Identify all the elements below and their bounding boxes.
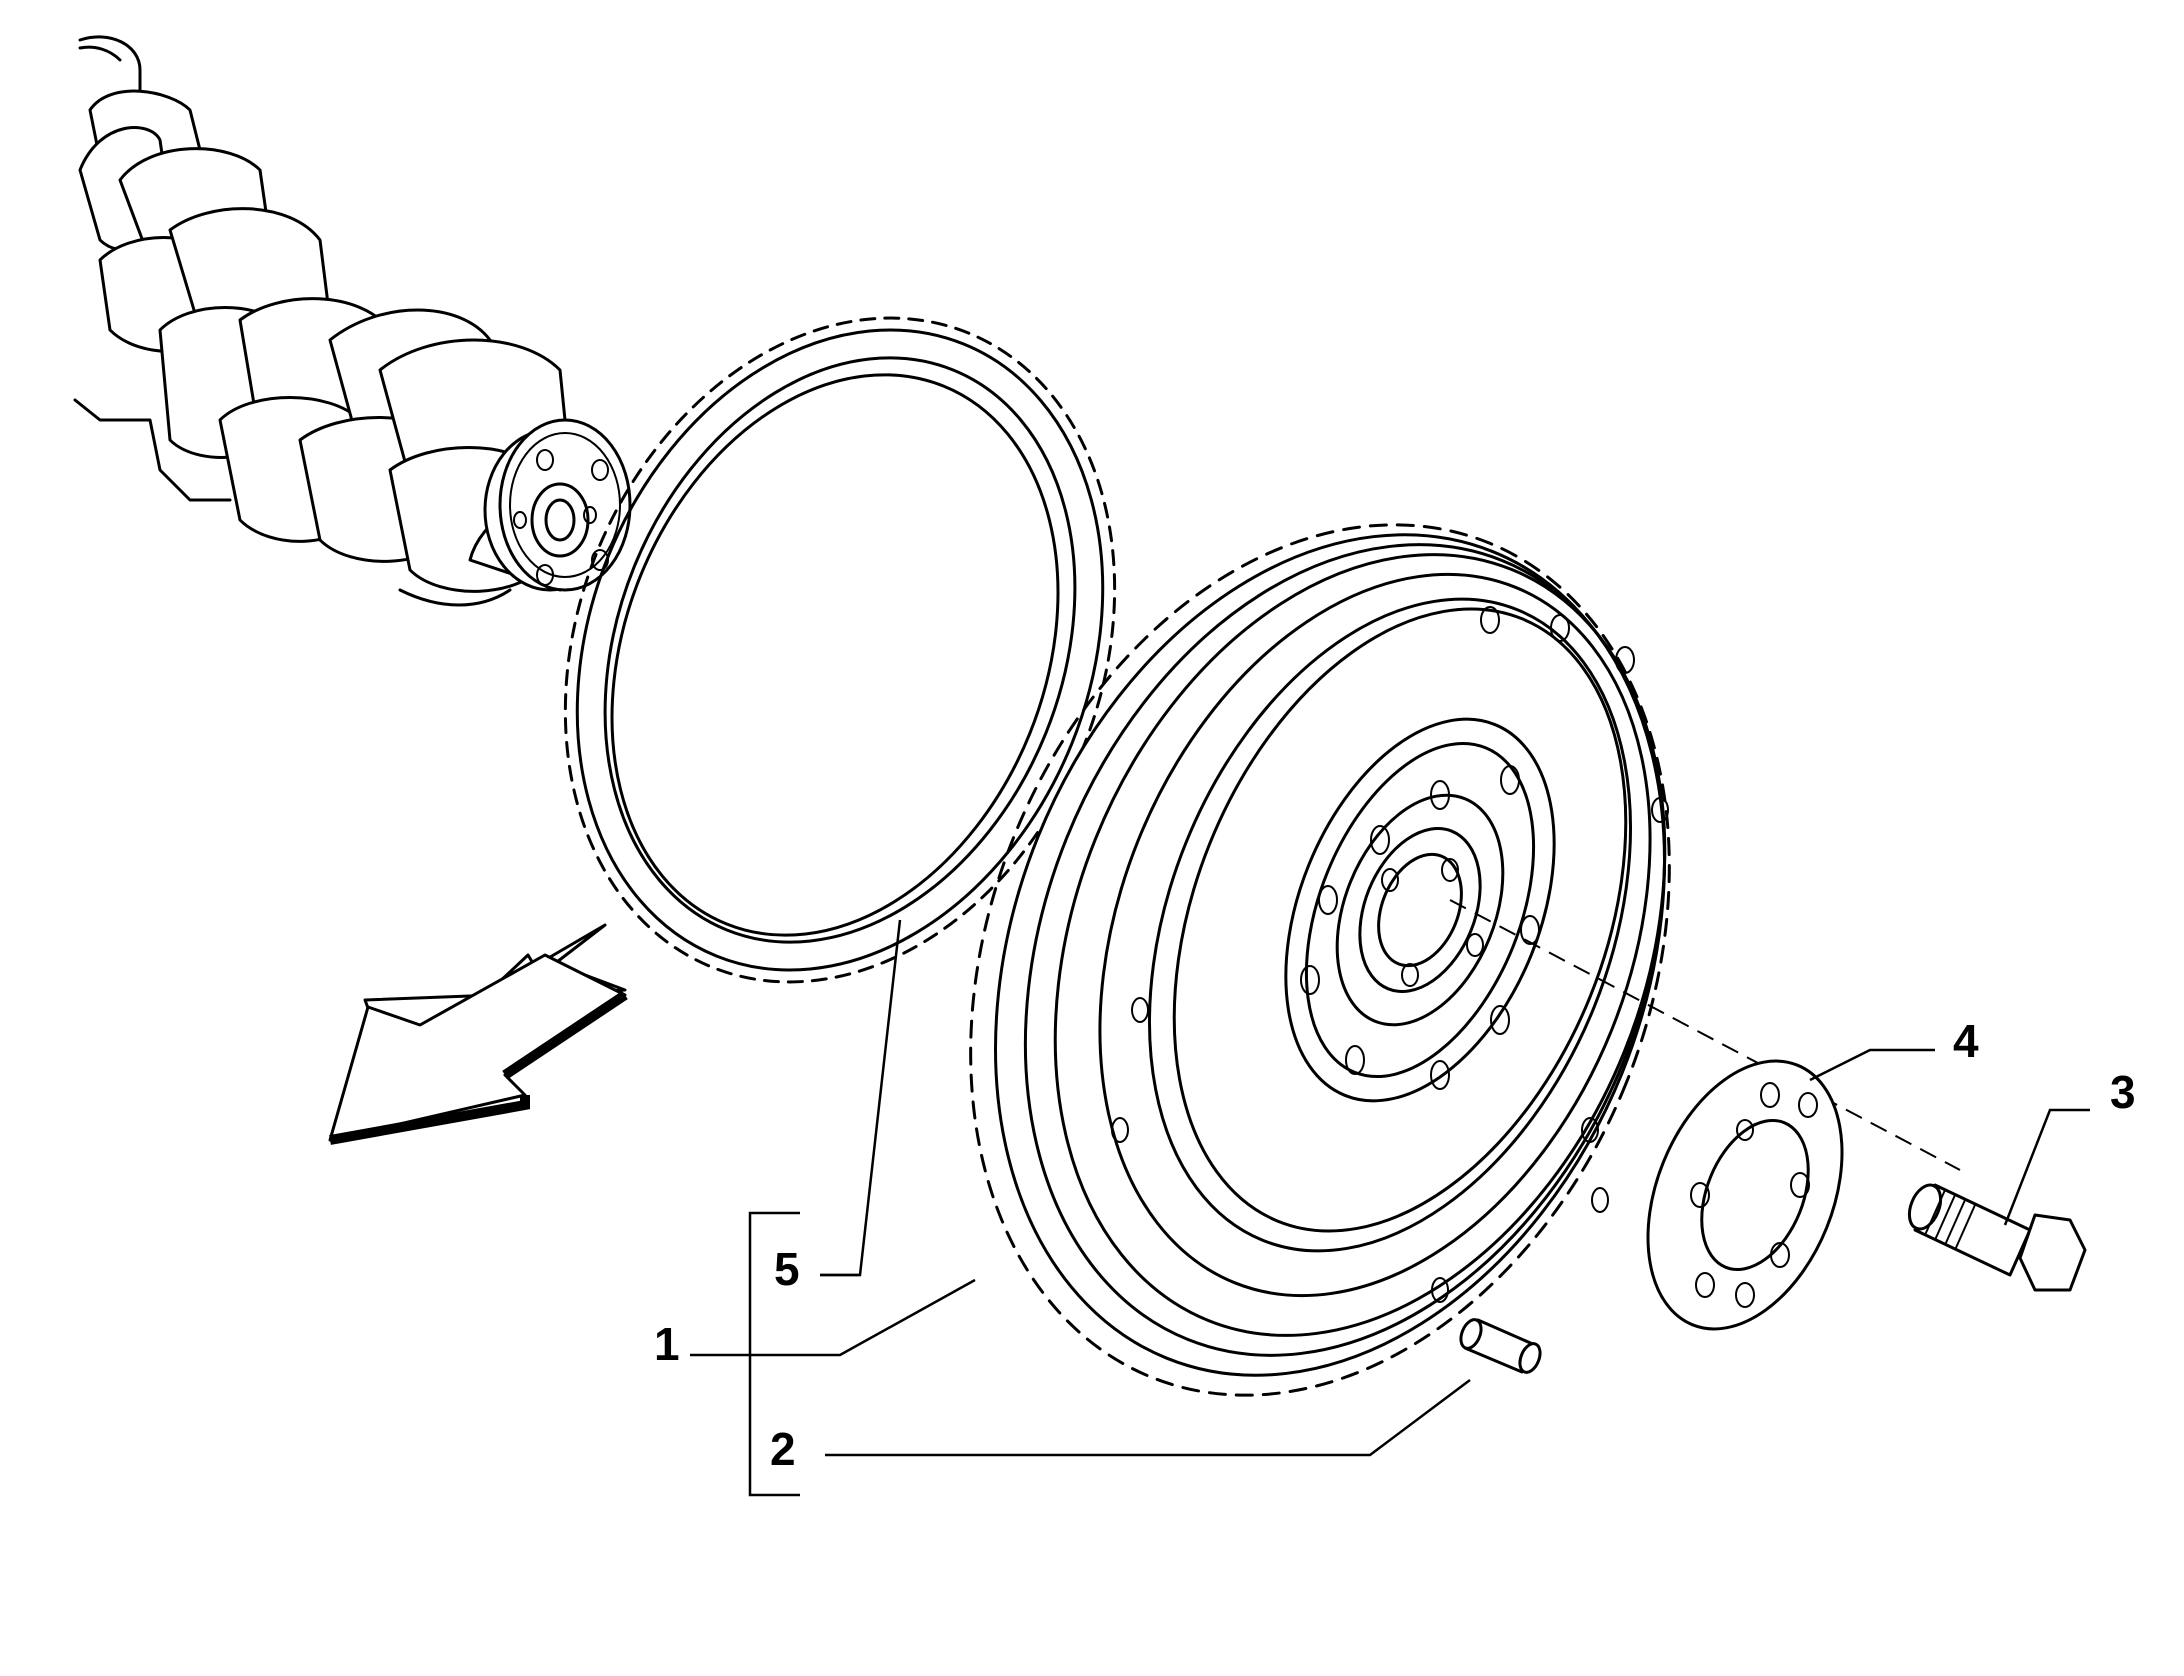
label-3: 3 (2110, 1066, 2136, 1118)
callouts: 5 1 2 4 3 (654, 1015, 2136, 1475)
label-4: 4 (1953, 1015, 1979, 1067)
flywheel (969, 523, 1961, 1397)
bolt (1907, 1183, 2087, 1292)
leader-lines (690, 919, 2090, 1497)
dowel-pin (1459, 1318, 1542, 1374)
crankshaft (73, 35, 632, 607)
label-5: 5 (774, 1243, 800, 1295)
washer-plate (1646, 1059, 1844, 1331)
direction-arrow (328, 923, 628, 1145)
label-2: 2 (770, 1423, 796, 1475)
label-1: 1 (654, 1318, 680, 1370)
